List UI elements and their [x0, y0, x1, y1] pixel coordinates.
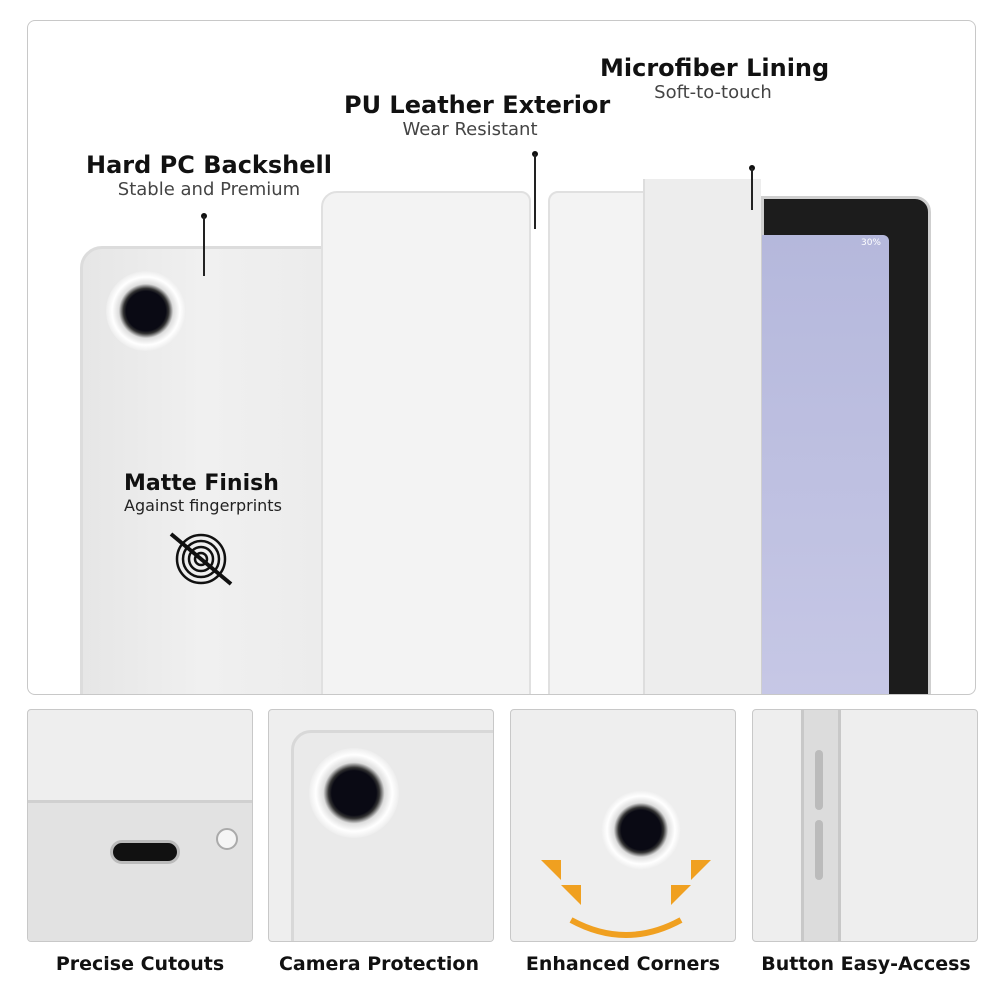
caption-cutouts: Precise Cutouts	[55, 953, 225, 975]
feature-panel-buttons	[752, 709, 978, 942]
feature-panel-corners	[510, 709, 736, 942]
cover-panel-left	[321, 191, 531, 694]
callout-lining: Microfiber Lining Soft-to-touch	[600, 54, 830, 103]
feature-panel-camera	[268, 709, 494, 942]
callout-matte: Matte Finish Against fingerprints	[124, 471, 282, 515]
camera-lens	[309, 748, 399, 838]
caption-corners: Enhanced Corners	[525, 953, 721, 975]
callout-exterior: PU Leather Exterior Wear Resistant	[344, 91, 611, 140]
usb-c-port	[110, 840, 180, 864]
side-button	[815, 750, 823, 810]
feature-panel-cutouts	[27, 709, 253, 942]
cover-flap	[643, 179, 761, 694]
caption-buttons: Button Easy-Access	[761, 953, 971, 975]
hero-panel: 30% Hard PC Backshell Stable and Premium…	[27, 20, 976, 695]
caption-camera: Camera Protection	[278, 953, 479, 975]
callout-line	[751, 168, 753, 210]
side-button	[815, 820, 823, 880]
camera-lens	[601, 790, 681, 870]
cover-panel-middle	[548, 191, 648, 694]
impact-arrows-icon	[541, 860, 711, 938]
camera-lens	[106, 271, 186, 351]
status-bar-battery: 30%	[860, 238, 881, 248]
callout-backshell: Hard PC Backshell Stable and Premium	[86, 151, 332, 200]
tablet-screen: 30%	[762, 235, 889, 694]
callout-line	[203, 216, 205, 276]
mic-hole	[216, 828, 238, 850]
callout-line	[534, 154, 536, 229]
no-fingerprint-icon	[169, 532, 233, 586]
